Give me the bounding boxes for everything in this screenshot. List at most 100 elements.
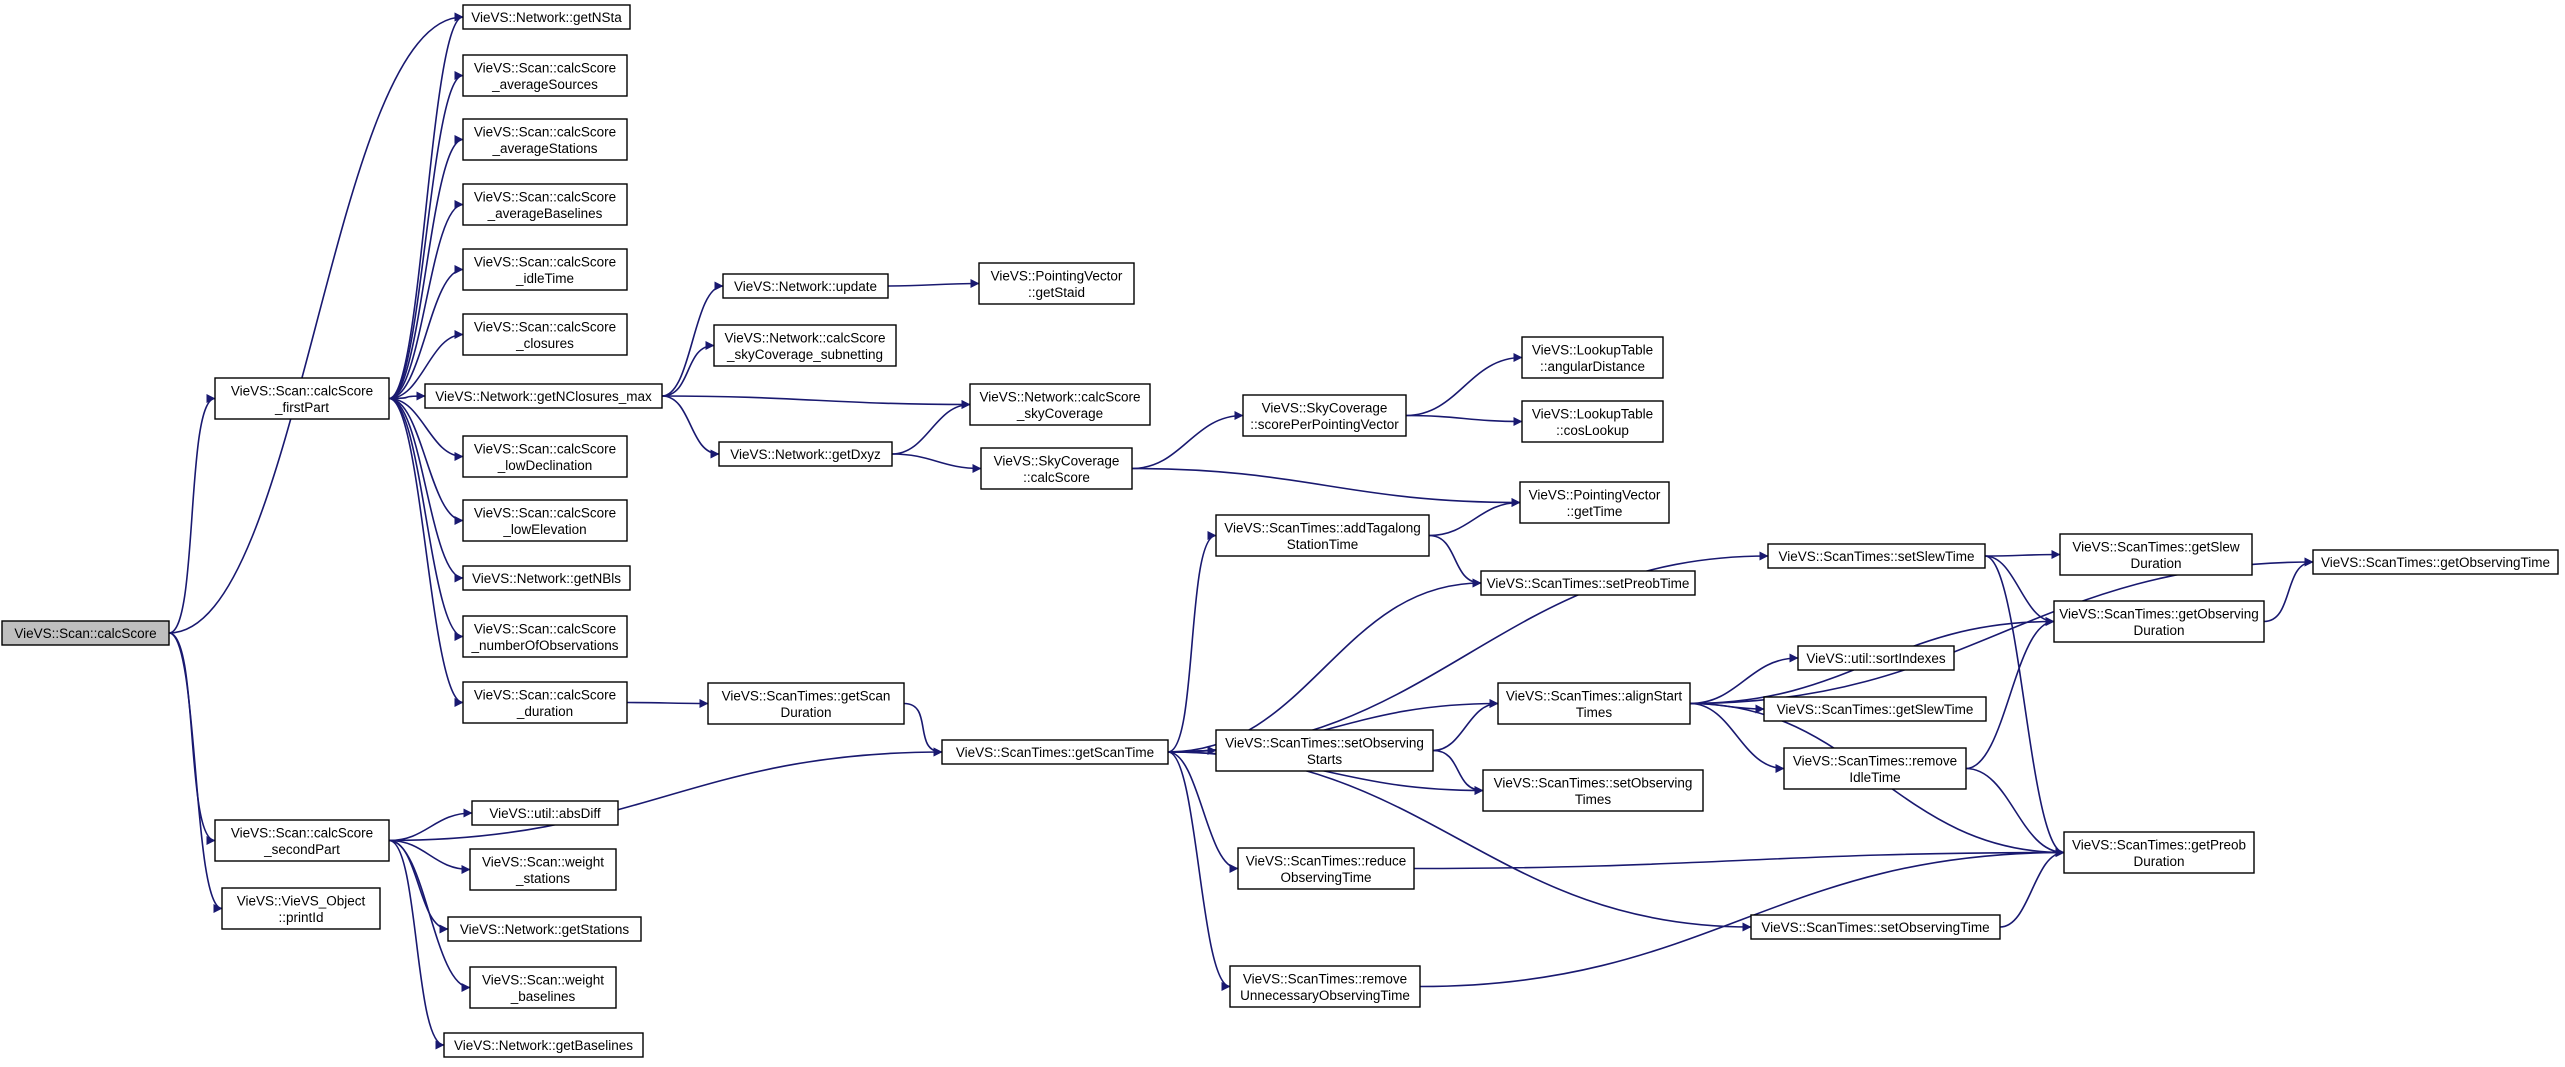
node-box: [1497, 682, 1691, 725]
edge-score-per-pv-to-cos-lookup: [1405, 414, 1523, 426]
node-label: VieVS::ScanTimes::getSlew: [2072, 539, 2240, 554]
node-set-observing-time[interactable]: VieVS::ScanTimes::setObservingTime: [1750, 914, 2001, 940]
node-score-per-pv[interactable]: VieVS::SkyCoverage::scorePerPointingVect…: [1242, 394, 1407, 437]
node-label: VieVS::ScanTimes::getSlewTime: [1777, 702, 1974, 717]
node-number-of-obs[interactable]: VieVS::Scan::calcScore_numberOfObservati…: [462, 615, 628, 658]
edge-add-tagalong-to-pv-get-time: [1428, 498, 1521, 537]
node-label: VieVS::Network::getDxyz: [730, 447, 881, 462]
node-get-observing-time[interactable]: VieVS::ScanTimes::getObservingTime: [2312, 549, 2559, 575]
node-remove-unnecessary[interactable]: VieVS::ScanTimes::removeUnnecessaryObser…: [1229, 965, 1421, 1008]
node-box: [1242, 394, 1407, 437]
node-calc-score[interactable]: VieVS::Scan::calcScore: [1, 620, 170, 646]
node-idle-time[interactable]: VieVS::Scan::calcScore_idleTime: [462, 248, 628, 291]
node-avg-baselines[interactable]: VieVS::Scan::calcScore_averageBaselines: [462, 183, 628, 226]
node-print-id[interactable]: VieVS::VieVS_Object::printId: [221, 887, 381, 930]
node-label: VieVS::PointingVector: [1529, 487, 1661, 502]
node-box: [462, 248, 628, 291]
node-get-nclosures-max[interactable]: VieVS::Network::getNClosures_max: [424, 383, 663, 409]
node-avg-sources[interactable]: VieVS::Scan::calcScore_averageSources: [462, 54, 628, 97]
node-box: [443, 1032, 644, 1058]
node-box: [462, 313, 628, 356]
edge-get-nclosures-max-to-get-dxyz: [661, 395, 720, 459]
edge-set-obs-starts-to-align-start-times: [1432, 699, 1499, 752]
edge-duration-to-get-scan-duration: [626, 698, 709, 708]
edge-second-part-to-weight-baselines: [388, 839, 471, 992]
edge-get-dxyz-to-sky-cov-calc-score: [891, 453, 982, 473]
node-pv-get-time[interactable]: VieVS::PointingVector::getTime: [1519, 481, 1670, 524]
node-box: [1750, 914, 2001, 940]
node-duration[interactable]: VieVS::Scan::calcScore_duration: [462, 681, 628, 724]
node-cos-lookup[interactable]: VieVS::LookupTable::cosLookup: [1521, 400, 1664, 443]
node-first-part[interactable]: VieVS::Scan::calcScore_firstPart: [214, 377, 390, 420]
node-get-dxyz[interactable]: VieVS::Network::getDxyz: [718, 441, 893, 467]
node-get-baselines[interactable]: VieVS::Network::getBaselines: [443, 1032, 644, 1058]
node-label: VieVS::PointingVector: [991, 268, 1123, 283]
node-avg-stations[interactable]: VieVS::Scan::calcScore_averageStations: [462, 118, 628, 161]
node-low-elevation[interactable]: VieVS::Scan::calcScore_lowElevation: [462, 499, 628, 542]
node-box: [2059, 533, 2253, 576]
node-label: ::getStaid: [1028, 285, 1085, 300]
node-label: ::angularDistance: [1540, 359, 1645, 374]
node-set-slew-time[interactable]: VieVS::ScanTimes::setSlewTime: [1767, 543, 1986, 569]
node-weight-stations[interactable]: VieVS::Scan::weight_stations: [469, 848, 617, 891]
node-second-part[interactable]: VieVS::Scan::calcScore_secondPart: [214, 819, 390, 862]
node-abs-diff[interactable]: VieVS::util::absDiff: [471, 800, 619, 826]
node-label: VieVS::ScanTimes::alignStart: [1506, 688, 1683, 703]
node-network-update[interactable]: VieVS::Network::update: [722, 273, 889, 299]
edge-set-slew-time-to-get-slew-duration: [1984, 550, 2061, 560]
node-get-nsta[interactable]: VieVS::Network::getNSta: [462, 4, 631, 30]
node-get-slew-time[interactable]: VieVS::ScanTimes::getSlewTime: [1763, 696, 1987, 722]
node-label: _lowElevation: [502, 522, 586, 537]
edge-first-part-to-closures: [388, 330, 464, 400]
node-box: [1229, 965, 1421, 1008]
node-set-preob-time[interactable]: VieVS::ScanTimes::setPreobTime: [1480, 570, 1696, 596]
node-angular-distance[interactable]: VieVS::LookupTable::angularDistance: [1521, 336, 1664, 379]
node-label: VieVS::ScanTimes::setObserving: [1494, 775, 1693, 790]
node-get-staid[interactable]: VieVS::PointingVector::getStaid: [978, 262, 1135, 305]
edge-score-per-pv-to-angular-distance: [1405, 353, 1523, 417]
node-label: VieVS::Network::getNSta: [471, 10, 622, 25]
edge-get-scan-duration-to-get-scan-time: [903, 702, 943, 757]
node-get-stations[interactable]: VieVS::Network::getStations: [447, 916, 642, 942]
node-sky-cov-subnetting[interactable]: VieVS::Network::calcScore_skyCoverage_su…: [713, 324, 897, 367]
node-label: VieVS::ScanTimes::setPreobTime: [1487, 576, 1690, 591]
node-label: VieVS::Network::getNBls: [472, 571, 621, 586]
edge-get-obs-duration-to-get-observing-time: [2263, 557, 2314, 623]
node-label: VieVS::Network::calcScore: [979, 389, 1140, 404]
edge-second-part-to-abs-diff: [388, 808, 473, 842]
node-label: VieVS::SkyCoverage: [1262, 400, 1388, 415]
node-closures[interactable]: VieVS::Scan::calcScore_closures: [462, 313, 628, 356]
node-label: VieVS::ScanTimes::setObserving: [1225, 735, 1424, 750]
node-sky-cov-calc-score[interactable]: VieVS::SkyCoverage::calcScore: [980, 447, 1133, 490]
node-net-sky-coverage[interactable]: VieVS::Network::calcScore_skyCoverage: [969, 383, 1151, 426]
edge-second-part-to-get-baselines: [388, 839, 445, 1050]
node-label: VieVS::Scan::calcScore: [474, 687, 616, 702]
node-get-nbls[interactable]: VieVS::Network::getNBls: [462, 565, 631, 591]
node-label: VieVS::Scan::calcScore: [474, 124, 616, 139]
node-label: ObservingTime: [1280, 870, 1371, 885]
node-label: Duration: [2133, 854, 2184, 869]
node-get-scan-time[interactable]: VieVS::ScanTimes::getScanTime: [941, 739, 1169, 765]
node-sort-indexes[interactable]: VieVS::util::sortIndexes: [1797, 645, 1955, 671]
node-box: [214, 377, 390, 420]
node-label: VieVS::Scan::calcScore: [231, 825, 373, 840]
node-low-declination[interactable]: VieVS::Scan::calcScore_lowDeclination: [462, 435, 628, 478]
node-weight-baselines[interactable]: VieVS::Scan::weight_baselines: [469, 966, 617, 1009]
node-label: IdleTime: [1849, 770, 1900, 785]
node-label: VieVS::Scan::calcScore: [474, 441, 616, 456]
node-box: [462, 565, 631, 591]
node-label: VieVS::ScanTimes::getScan: [722, 688, 891, 703]
edge-set-observing-time-to-get-preob-duration: [1999, 848, 2065, 928]
node-box: [1767, 543, 1986, 569]
node-label: Starts: [1307, 752, 1343, 767]
